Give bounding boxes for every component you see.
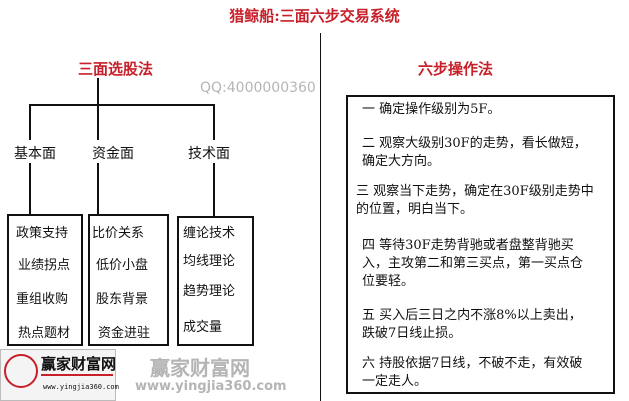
list-item: 比价关系 [92,226,145,241]
branch-box-fundamental: 政策支持 业绩拐点 重组收购 热点题材 [7,214,83,346]
tree-connector [29,163,31,215]
step-item: 三 观察当下走势，确定在30F级别走势中的位置，明白当下。 [356,184,594,217]
list-item: 趋势理论 [183,284,236,299]
steps-box: 一 确定操作级别为5F。 二 观察大级别30F的走势，看长做短，确定大方向。 三… [346,95,615,394]
logo-url: www.yingjia360.com [43,383,119,391]
tree-connector [29,104,31,140]
list-item: 缠论技术 [183,226,236,241]
tree-connector [29,104,214,106]
seal-icon [4,354,38,388]
step-item: 四 等待30F走势背驰或者盘整背驰买入，主攻第二和第三买点，第一买点仓位要轻。 [362,238,584,289]
watermark-text: 赢家财富网 [150,356,250,380]
tree-connector [97,78,99,105]
branch-label: 基本面 [14,146,56,162]
tree-connector [97,104,99,140]
list-item: 重组收购 [16,292,69,307]
branch-box-capital: 比价关系 低价小盘 股东背景 资金进驻 [88,214,169,346]
step-item: 五 买入后三日之内不涨8%以上卖出，跌破7日线止损。 [362,308,582,341]
left-heading: 三面选股法 [78,60,154,78]
branch-label: 技术面 [188,146,230,162]
watermark-url: www.yingjia360.com [135,379,287,394]
site-logo: 赢家财富网 www.yingjia360.com [0,349,119,401]
list-item: 热点题材 [18,326,71,341]
step-item: 一 确定操作级别为5F。 [362,102,501,117]
list-item: 成交量 [183,320,223,335]
branch-label: 资金面 [92,146,134,162]
step-item: 二 观察大级别30F的走势，看长做短，确定大方向。 [362,136,587,169]
list-item: 业绩拐点 [18,258,71,273]
tree-connector [97,163,99,215]
list-item: 均线理论 [183,254,236,269]
list-item: 股东背景 [96,292,149,307]
logo-rule [41,374,113,376]
tree-connector [213,163,215,217]
right-heading: 六步操作法 [418,60,494,78]
list-item: 资金进驻 [98,326,151,341]
diagram-title: 猎鲸船:三面六步交易系统 [229,7,400,25]
logo-name: 赢家财富网 [41,355,117,373]
branch-box-technical: 缠论技术 均线理论 趋势理论 成交量 [177,216,254,346]
list-item: 低价小盘 [96,258,149,273]
step-item: 六 持股依据7日线，不破不走，有效破一定走人。 [362,356,583,389]
list-item: 政策支持 [16,226,69,241]
tree-connector [213,104,215,140]
watermark-qq: QQ:4000000360 [200,80,316,96]
center-divider [320,33,321,401]
